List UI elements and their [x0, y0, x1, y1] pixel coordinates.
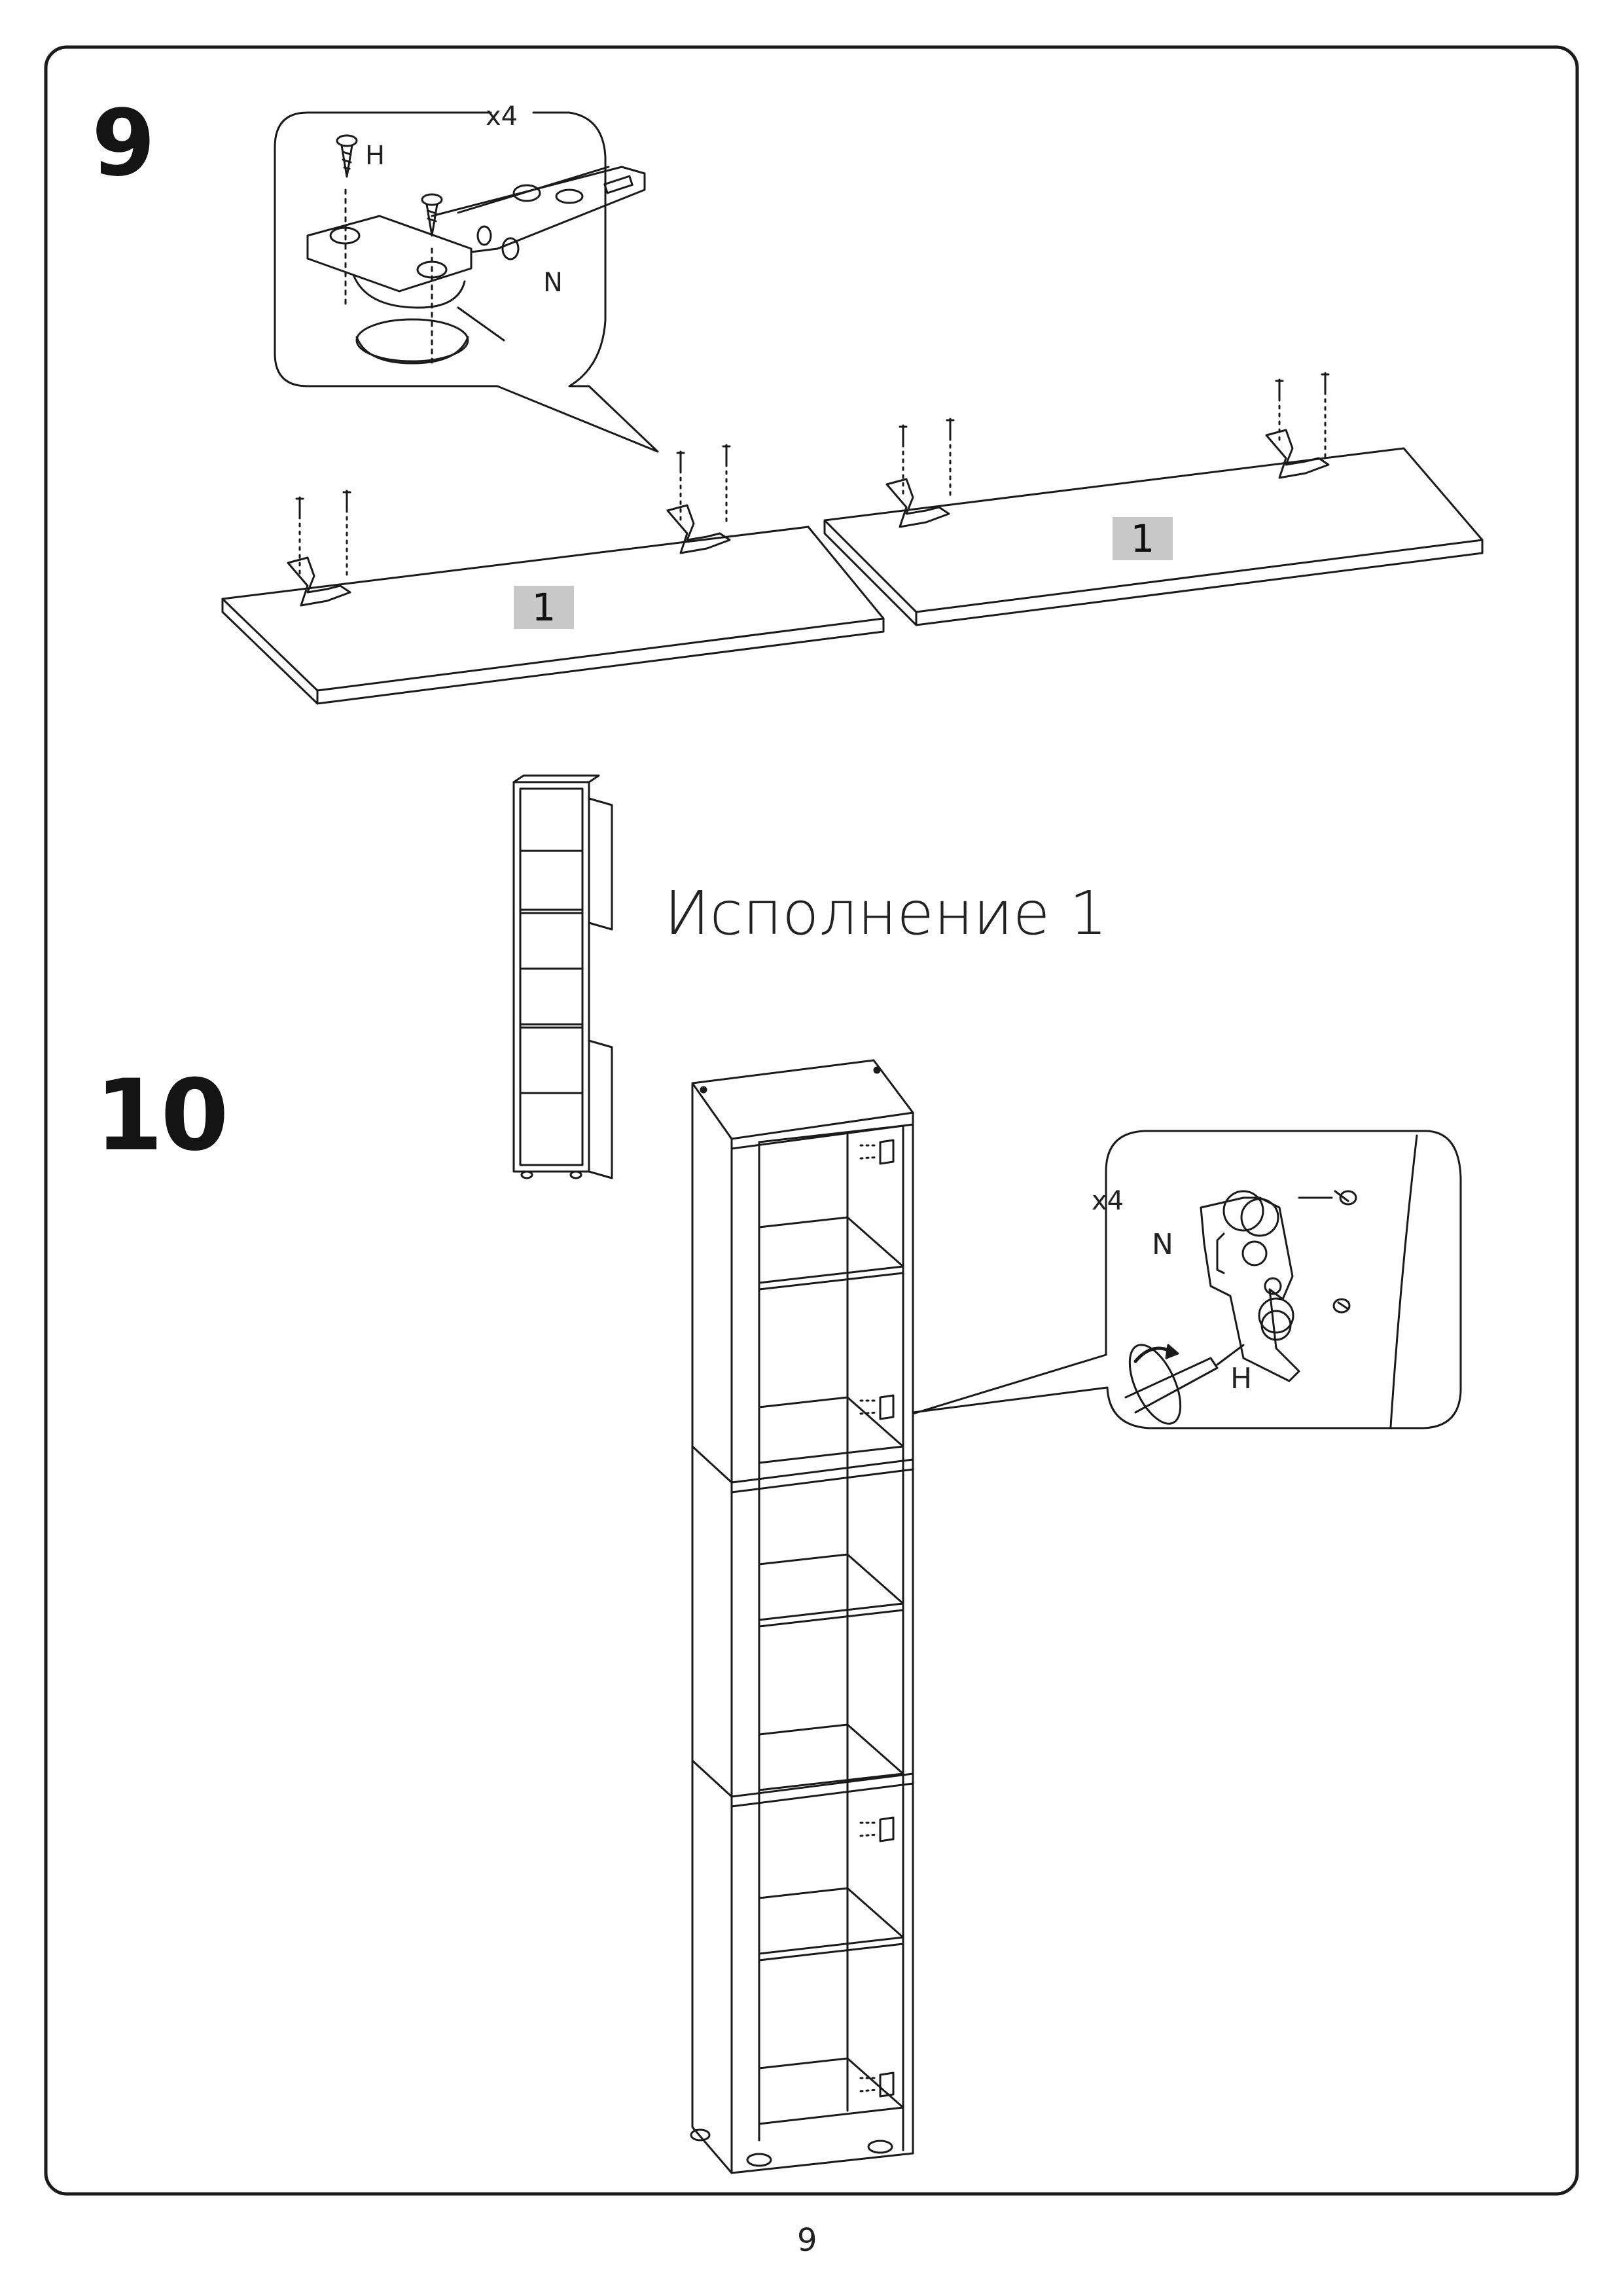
plate-h-label: H — [1230, 1362, 1253, 1395]
part-label-left: 1 — [514, 586, 574, 629]
part-label-right: 1 — [1113, 517, 1173, 560]
hinge-n-label: N — [543, 268, 563, 298]
hinge-detail-callout — [274, 111, 659, 453]
variant-label: Исполнение 1 — [664, 878, 1108, 948]
plate-n-label: N — [1152, 1228, 1173, 1261]
hinge-quantity-label: x4 — [486, 101, 518, 132]
plate-quantity-label: x4 — [1092, 1186, 1124, 1216]
mounting-plate-detail-drawing — [1124, 1190, 1357, 1425]
panel-1-left — [221, 526, 885, 705]
screw-n-icon — [421, 193, 443, 368]
step-9-number: 9 — [92, 90, 156, 197]
step-10-number: 10 — [95, 1059, 229, 1173]
panel-1-right — [823, 447, 1484, 626]
cabinet-shelves — [691, 1216, 914, 2125]
page-frame — [44, 45, 1579, 2196]
tall-cabinet — [690, 1059, 914, 2174]
hinge-detail-drawing — [306, 166, 646, 365]
mounting-plate-detail-callout — [912, 1130, 1462, 1429]
variant-thumbnail — [512, 774, 613, 1179]
screw-h-label: H — [365, 141, 385, 171]
page-number: 9 — [797, 2222, 817, 2259]
panel-1-right-hinges — [885, 372, 1330, 528]
cabinet-hinge-plates — [859, 1139, 895, 2098]
panel-1-left-hinges — [287, 444, 731, 607]
screw-h-icon — [336, 134, 358, 309]
